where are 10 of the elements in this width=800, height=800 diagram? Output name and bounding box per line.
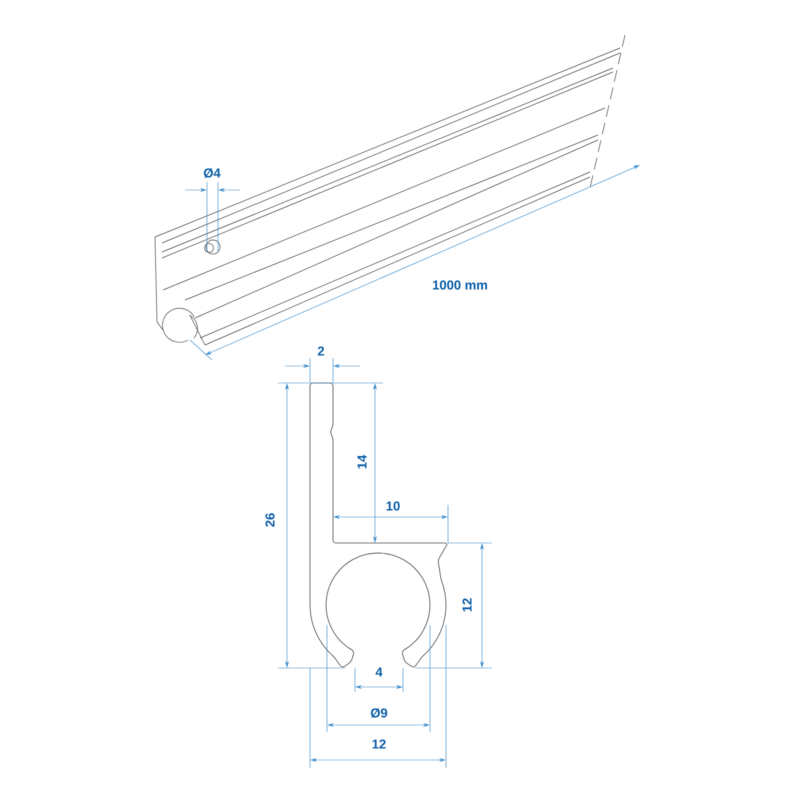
dimension-label: 12: [462, 598, 472, 612]
dimension-label: 2: [318, 346, 324, 356]
dimension-label: 14: [358, 454, 366, 468]
dimension-label: Ø9: [370, 708, 388, 718]
dimension-label: Ø4: [204, 168, 221, 178]
dimension-label: 26: [265, 513, 275, 527]
dimension-label: 4: [376, 668, 383, 676]
dimension-label: 1000 mm: [433, 280, 487, 290]
dimension-label: 12: [372, 739, 386, 749]
dimension-label: 10: [386, 501, 400, 511]
